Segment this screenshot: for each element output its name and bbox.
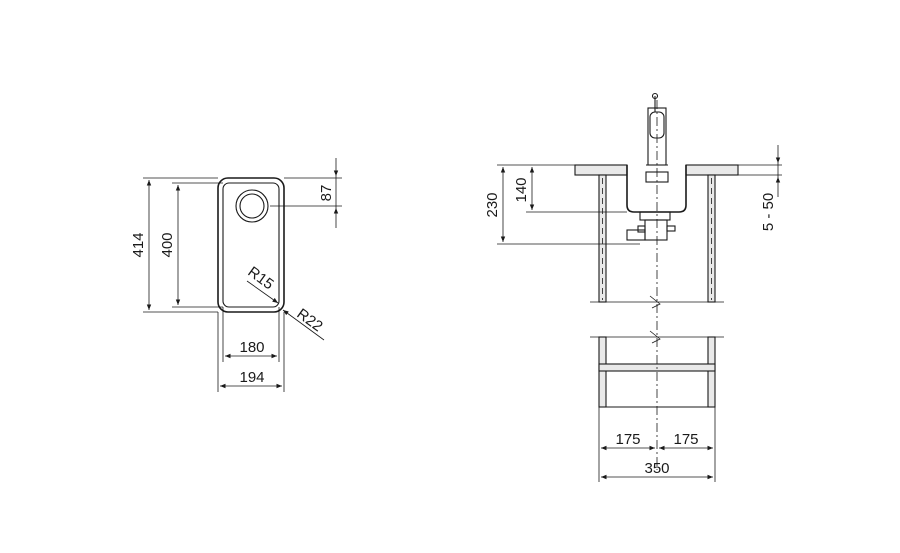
break-symbol-bottom — [649, 330, 661, 344]
dim-outer-radius-label: R22 — [294, 305, 326, 335]
dim-countertop-label: 5 - 50 — [760, 193, 777, 231]
dim-cabinet-width-label: 350 — [644, 460, 669, 477]
dim-bowl-length-label: 400 — [159, 232, 176, 257]
countertop-right — [685, 164, 739, 176]
cabinet-left-panel-lower — [598, 336, 607, 408]
countertop-left — [574, 164, 628, 176]
dim-half-left-label: 175 — [615, 431, 640, 448]
break-symbol-top — [649, 295, 661, 309]
dim-inner-radius-label: R15 — [245, 263, 277, 293]
sink-section-view: 230 140 5 - 50 175 175 350 — [484, 92, 782, 482]
faucet — [646, 92, 668, 166]
dim-outer-length-label: 414 — [130, 232, 147, 257]
dim-bowl-depth-label: 140 — [513, 177, 530, 202]
drain-inner-circle — [239, 193, 265, 219]
sink-plan-view: 414 400 87 R15 R22 180 194 — [130, 158, 342, 392]
dim-half-right-label: 175 — [673, 431, 698, 448]
overflow-slot — [645, 171, 669, 183]
cabinet-right-panel-lower — [707, 336, 716, 408]
drain-outer-circle — [235, 189, 269, 223]
sink-bowl-outline — [222, 182, 280, 308]
dim-install-depth-label: 230 — [484, 192, 501, 217]
drain-body — [639, 211, 671, 221]
sink-outer-outline — [217, 177, 285, 313]
dim-outer-width-label: 194 — [239, 369, 264, 386]
dim-drain-offset-label: 87 — [318, 185, 335, 202]
leader-inner-radius — [246, 280, 279, 304]
leader-outer-radius — [282, 309, 325, 341]
dim-bowl-width-label: 180 — [239, 339, 264, 356]
